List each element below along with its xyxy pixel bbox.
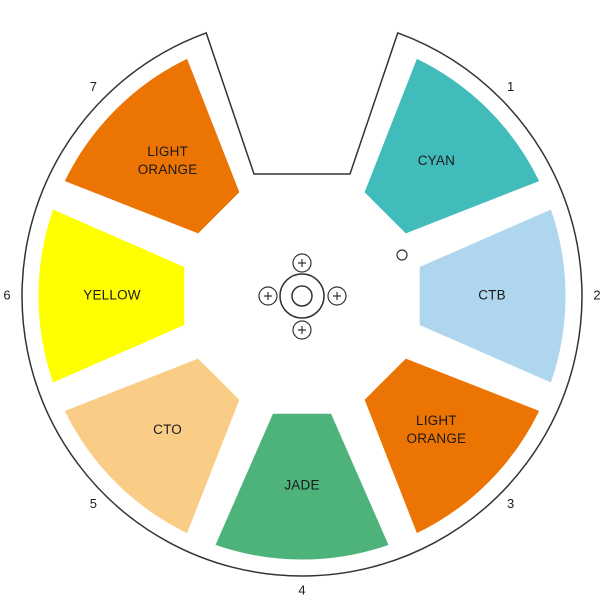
screw-bottom-icon <box>292 320 312 340</box>
segment-label: LIGHT <box>416 413 457 428</box>
screw-top-icon <box>292 253 312 273</box>
segment-2 <box>416 206 569 386</box>
segment-4 <box>212 410 392 563</box>
position-number: 5 <box>90 496 97 511</box>
screw-left-icon <box>258 286 278 306</box>
position-number: 6 <box>3 287 10 302</box>
color-segments: CYAN CTB LIGHT ORANGE JADE CTO YELLOW LIGHT ORAN… <box>35 55 569 563</box>
index-hole <box>396 249 408 261</box>
position-number: 3 <box>507 496 514 511</box>
screw-right-icon <box>327 286 347 306</box>
position-number: 1 <box>507 79 514 94</box>
segment-label: CTO <box>153 422 182 437</box>
segment-3 <box>361 355 543 537</box>
position-number: 4 <box>298 582 305 597</box>
segment-5 <box>61 355 243 537</box>
position-number: 7 <box>90 79 97 94</box>
segment-label: CYAN <box>418 153 455 168</box>
center-hole <box>291 285 313 307</box>
segment-label: ORANGE <box>407 431 467 446</box>
center-hub <box>258 253 347 340</box>
segment-6 <box>35 206 188 386</box>
position-numbers: 1 2 3 4 5 6 7 <box>3 79 600 598</box>
segment-label: YELLOW <box>83 288 141 303</box>
segment-label: JADE <box>284 478 319 493</box>
center-ring <box>279 273 325 319</box>
segment-label: LIGHT <box>147 144 188 159</box>
segment-label: ORANGE <box>138 162 198 177</box>
wheel-outline <box>21 31 583 577</box>
segment-7 <box>61 55 243 237</box>
segment-1 <box>361 55 543 237</box>
segment-label: CTB <box>478 288 506 303</box>
position-number: 2 <box>593 287 600 302</box>
